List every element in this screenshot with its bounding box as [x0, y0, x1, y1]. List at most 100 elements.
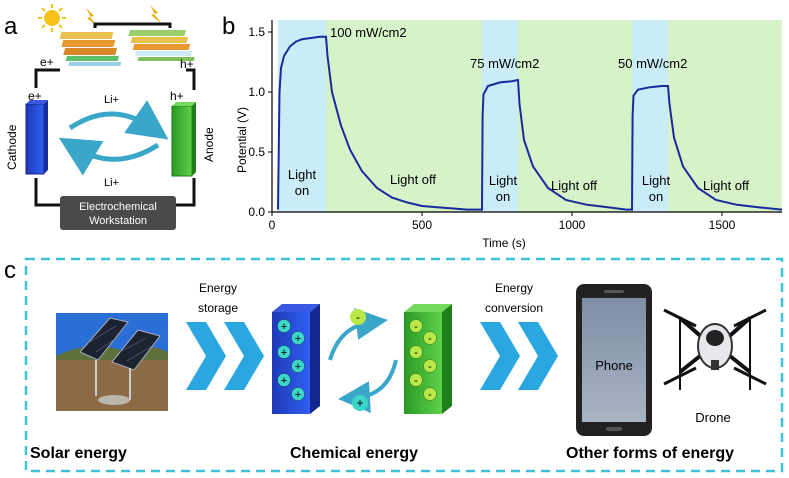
chart-axes: 0 500 1000 1500 0.0 0.5 1.0 1.5 [248, 20, 782, 232]
annotation-50mw: 50 mW/cm2 [618, 56, 687, 71]
cation-ion [291, 331, 305, 345]
caption-chemical-energy: Chemical energy [290, 445, 418, 462]
panel-c: c Energy storage [4, 257, 784, 473]
x-tick-label: 0 [269, 218, 276, 232]
light-on-region [482, 20, 518, 212]
light-bolt-icon [150, 5, 162, 24]
energy-conversion-line1: Energy [495, 281, 533, 295]
ion-sign: - [428, 361, 432, 373]
workstation-line1: Electrochemical [79, 201, 157, 213]
panel-c-label: c [4, 257, 16, 284]
wire-left-top [34, 68, 60, 88]
cation-ion [277, 319, 291, 333]
photoelectrode-stack-left [59, 32, 122, 66]
panel-b: b 0 500 1000 1500 0.0 0.5 1.0 1.5 100 mW/cm2 75… [222, 13, 783, 250]
solar-panel-photo [56, 313, 168, 411]
ion-sign: + [295, 333, 301, 345]
chart-series [277, 35, 783, 211]
workstation-line2: Workstation [89, 215, 147, 227]
cation-ion [291, 359, 305, 373]
light-off-region [326, 20, 482, 212]
y-axis-label: Potential (V) [235, 107, 249, 173]
ion-sign: - [414, 375, 418, 387]
chart-background [278, 20, 782, 212]
light-on-3b: on [649, 189, 663, 204]
annotation-75mw: 75 mW/cm2 [470, 56, 539, 71]
h-plus-label: h+ [180, 57, 194, 71]
ion-sign: + [295, 389, 301, 401]
svg-text:+: + [356, 396, 363, 410]
x-tick-label: 1500 [709, 218, 736, 232]
ion-sign: - [428, 333, 432, 345]
workstation-box [60, 196, 176, 230]
y-tick-label: 0.0 [248, 205, 265, 219]
free-anion: - [350, 309, 366, 325]
annotation-100mw: 100 mW/cm2 [330, 25, 407, 40]
y-tick-label: 1.5 [248, 25, 265, 39]
anion-ion [409, 319, 423, 333]
cathode-label: Cathode [5, 124, 19, 170]
svg-text:-: - [356, 310, 360, 324]
anion-ion [423, 387, 437, 401]
phone-icon: Phone [576, 284, 652, 436]
panel-c-border [24, 257, 784, 473]
energy-storage-line1: Energy [199, 281, 237, 295]
anode-electrode [171, 102, 196, 177]
wire-left-bottom [34, 178, 60, 207]
y-tick-label: 1.0 [248, 85, 265, 99]
light-on-2b: on [496, 189, 510, 204]
y-tick-label: 0.5 [248, 145, 265, 159]
drone-label: Drone [695, 410, 730, 425]
ion-sign: + [295, 361, 301, 373]
energy-storage-line2: storage [198, 301, 238, 315]
light-on-2: Light [489, 173, 518, 188]
caption-other-energy: Other forms of energy [566, 445, 734, 462]
caption-solar-energy: Solar energy [30, 445, 127, 462]
ion-sign: + [281, 347, 287, 359]
cation-ion [277, 345, 291, 359]
cathode-block: ++++++ [272, 304, 320, 414]
anode-label: Anode [202, 127, 216, 162]
anode-block: ------ [404, 304, 452, 414]
panel-a: a [4, 4, 216, 230]
potential-series-line [277, 35, 783, 211]
cathode-e-label: e+ [28, 89, 42, 103]
anion-ion [423, 359, 437, 373]
anion-ion [409, 345, 423, 359]
panel-b-label: b [222, 13, 235, 40]
anion-ion [409, 373, 423, 387]
sun-icon [38, 4, 66, 32]
cathode-electrode [25, 100, 48, 175]
anode-h-label: h+ [170, 89, 184, 103]
wire-right-top [186, 68, 196, 90]
energy-conversion-line2: conversion [485, 301, 543, 315]
cation-ion [291, 387, 305, 401]
e-plus-label: e+ [40, 55, 54, 69]
phone-label: Phone [595, 358, 633, 373]
chevron-arrow-icon [480, 322, 558, 390]
li-arrow-top [68, 100, 169, 140]
light-on-3: Light [642, 173, 671, 188]
panel-a-label: a [4, 13, 18, 40]
li-arrow-bottom [58, 137, 160, 176]
ion-sign: + [281, 321, 287, 333]
light-on-1: Light [288, 167, 317, 182]
wire-right-bottom [176, 178, 196, 207]
light-on-1b: on [295, 183, 309, 198]
light-on-region [632, 20, 668, 212]
light-bolt-icon [86, 8, 98, 27]
ion-arrow-bottom [338, 359, 398, 414]
ion-arrow-top [328, 308, 388, 361]
x-tick-label: 500 [412, 218, 432, 232]
ion-sign: - [428, 389, 432, 401]
light-off-3: Light off [703, 178, 749, 193]
light-off-1: Light off [390, 172, 436, 187]
x-tick-label: 1000 [559, 218, 586, 232]
light-off-region [668, 20, 782, 212]
chevron-arrow-icon [186, 322, 264, 390]
anion-ion [423, 331, 437, 345]
drone-icon [663, 308, 767, 390]
li-bottom-label: Li+ [104, 177, 119, 189]
x-axis-label: Time (s) [482, 236, 526, 250]
